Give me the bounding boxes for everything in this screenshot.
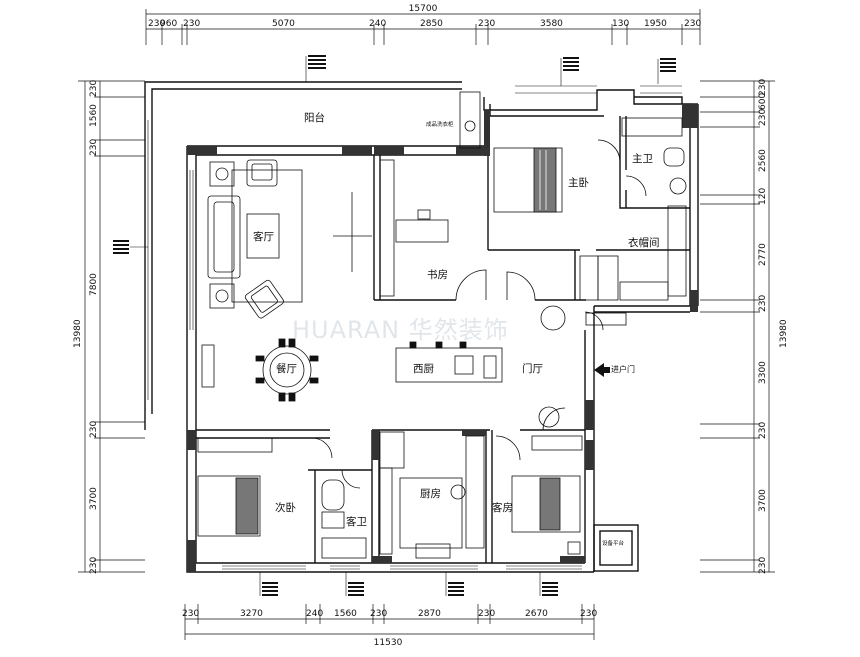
dimension-labels: 15700 230 960 230 5070 240 2850 230 3580… (73, 4, 789, 648)
left-dim-1: 230 (89, 80, 99, 97)
equipment-platform-label: 设备平台 (602, 539, 625, 547)
room-foyer: 门厅 (522, 362, 543, 375)
wall-columns (187, 104, 698, 572)
top-dim-5: 240 (369, 19, 386, 29)
top-dim-1: 230 (148, 19, 165, 29)
bottom-dim-3: 240 (306, 609, 323, 619)
left-dim-6: 3700 (89, 487, 99, 510)
watermark: HUARAN 华然装饰 (292, 316, 509, 344)
right-dim-8: 3300 (758, 361, 768, 384)
right-dim-5: 120 (758, 188, 768, 205)
room-dining: 餐厅 (276, 362, 297, 375)
bottom-dim-2: 3270 (240, 609, 263, 619)
top-dim-4: 5070 (272, 19, 295, 29)
walls (144, 81, 699, 573)
top-dim-6: 2850 (420, 19, 443, 29)
top-dim-9: 130 (612, 19, 629, 29)
left-dim-7: 230 (89, 557, 99, 574)
right-dim-9: 230 (758, 422, 768, 439)
room-western-kitchen: 西厨 (413, 363, 434, 375)
right-dim-3: 230 (758, 109, 768, 126)
room-study: 书房 (427, 268, 448, 281)
left-total-dim: 13980 (73, 319, 83, 348)
top-dim-3: 230 (183, 19, 200, 29)
top-dim-8: 3580 (540, 19, 563, 29)
right-dim-4: 2560 (758, 149, 768, 172)
room-guest: 客房 (492, 501, 513, 514)
right-dim-6: 2770 (758, 243, 768, 266)
room-master-bath: 主卫 (632, 153, 653, 165)
top-dim-10: 1950 (644, 19, 667, 29)
laundry-label: 成品洗衣柜 (426, 120, 454, 128)
top-total-dim: 15700 (409, 4, 438, 14)
right-dim-2: 600 (758, 93, 768, 110)
entrance-label: 进户门 (611, 364, 635, 374)
bottom-total-dim: 11530 (374, 638, 403, 648)
bottom-dim-9: 230 (580, 609, 597, 619)
windows (147, 85, 682, 570)
left-dim-2: 1560 (89, 104, 99, 127)
room-living: 客厅 (253, 230, 274, 243)
elevation-tags (113, 55, 676, 596)
left-dim-4: 7800 (89, 273, 99, 296)
bottom-dim-4: 1560 (334, 609, 357, 619)
room-closet: 衣帽间 (628, 236, 660, 249)
right-dim-11: 230 (758, 557, 768, 574)
elevation-leaders (130, 56, 659, 596)
door-swings (311, 139, 647, 489)
right-dim-7: 230 (758, 295, 768, 312)
bottom-dim-1: 230 (182, 609, 199, 619)
bottom-dim-6: 2870 (418, 609, 441, 619)
left-dim-3: 230 (89, 139, 99, 156)
dimension-lines (78, 9, 775, 640)
room-labels: 阳台 客厅 餐厅 书房 西厨 门厅 主卧 主卫 衣帽间 次卧 客卫 厨房 客房 … (253, 111, 660, 547)
room-second-bedroom: 次卧 (275, 501, 296, 514)
room-kitchen: 厨房 (420, 487, 441, 500)
right-total-dim: 13980 (779, 319, 789, 348)
bottom-dim-5: 230 (370, 609, 387, 619)
right-dim-1: 230 (758, 79, 768, 96)
bottom-dim-7: 230 (478, 609, 495, 619)
top-dim-7: 230 (478, 19, 495, 29)
room-balcony: 阳台 (304, 111, 325, 124)
room-guest-bath: 客卫 (346, 515, 367, 528)
right-dim-10: 3700 (758, 489, 768, 512)
top-dim-2: 960 (160, 19, 177, 29)
bottom-dim-8: 2670 (525, 609, 548, 619)
top-dim-11: 230 (684, 19, 701, 29)
left-dim-5: 230 (89, 421, 99, 438)
room-master-bedroom: 主卧 (568, 176, 589, 189)
entrance-arrow-icon (594, 363, 610, 377)
furniture (197, 91, 687, 559)
